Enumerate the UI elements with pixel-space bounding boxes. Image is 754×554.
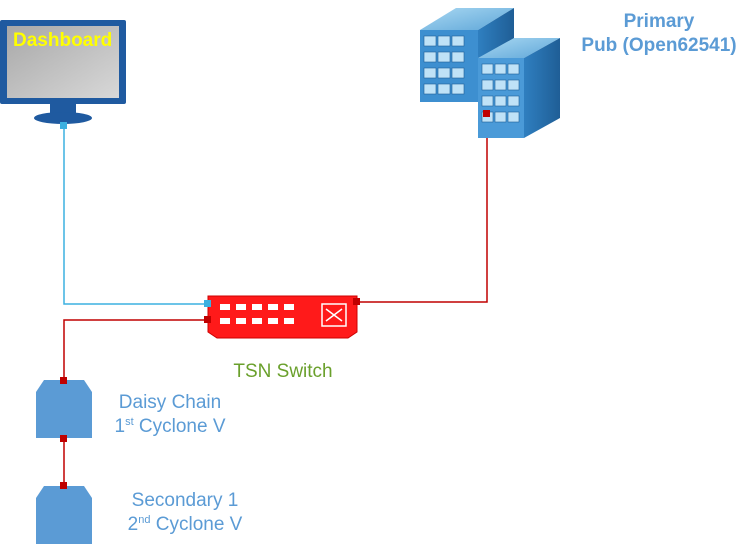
secondary-label: Secondary 1 2nd Cyclone V xyxy=(115,489,255,537)
monitor-icon xyxy=(0,20,126,124)
daisy-chain-ordinal: 1 xyxy=(114,416,126,437)
port-markers xyxy=(60,110,490,489)
primary-label-line2: Pub (Open62541) xyxy=(581,35,737,56)
daisy-chain-label-line1: Daisy Chain xyxy=(118,392,222,413)
daisy-chain-label: Daisy Chain 1st Cyclone V xyxy=(100,391,240,439)
dashboard-label: Dashboard xyxy=(13,30,113,51)
secondary-ordinal: 2 xyxy=(127,514,139,535)
device-block-icon xyxy=(36,486,92,544)
primary-label-line1: Primary xyxy=(623,11,695,32)
secondary-label-line2: 2nd Cyclone V xyxy=(115,513,255,537)
link-switch-daisy xyxy=(63,319,208,380)
network-switch-icon xyxy=(207,295,358,339)
daisy-chain-label-line2: 1st Cyclone V xyxy=(100,415,240,439)
device-block-icon xyxy=(36,380,92,438)
link-switch-primary xyxy=(357,114,488,303)
primary-label: Primary Pub (Open62541) xyxy=(566,10,752,58)
daisy-chain-device-name: Cyclone V xyxy=(138,416,226,437)
secondary-device-name: Cyclone V xyxy=(155,514,243,535)
daisy-chain-ordinal-suffix: st xyxy=(125,416,134,428)
link-dashboard-switch xyxy=(63,126,208,305)
server-rack-icon xyxy=(420,8,560,138)
secondary-ordinal-suffix: nd xyxy=(138,514,151,526)
secondary-label-line1: Secondary 1 xyxy=(131,490,239,511)
tsn-switch-label: TSN Switch xyxy=(233,361,333,382)
